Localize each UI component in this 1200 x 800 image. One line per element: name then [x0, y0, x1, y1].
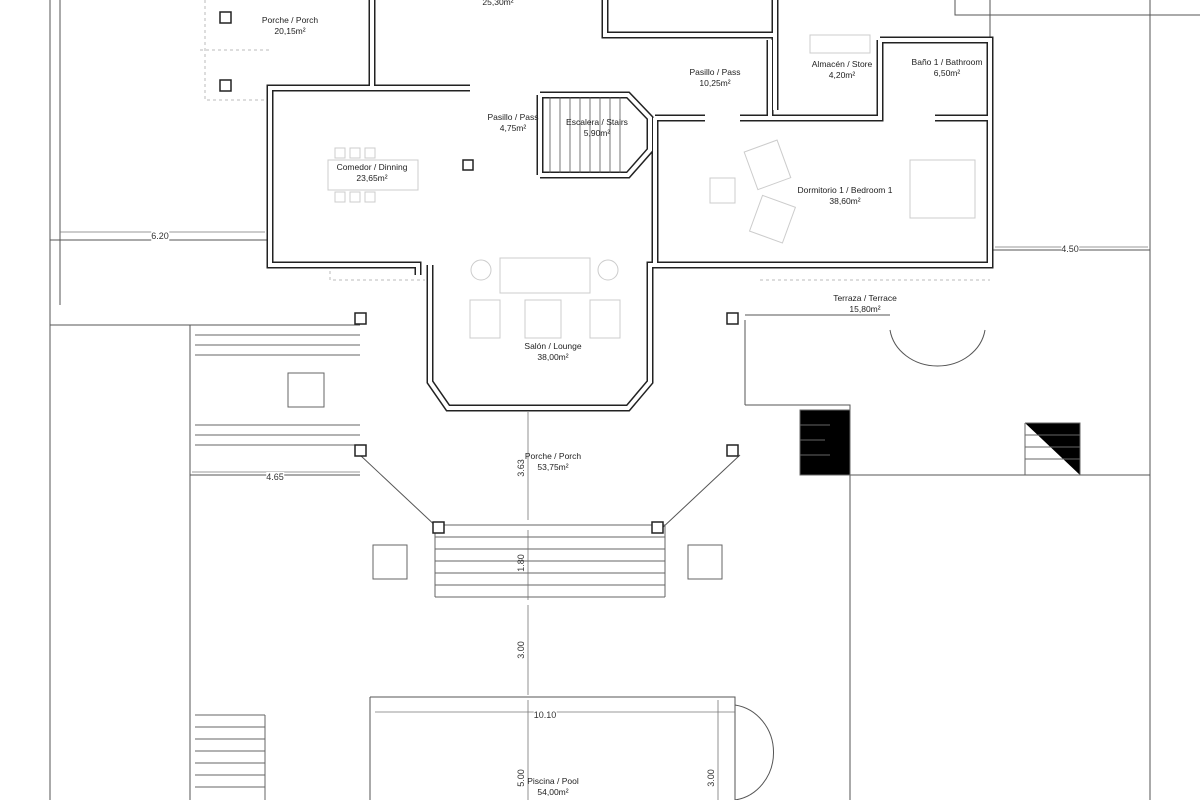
dimension-porch-depth: 3.63 [516, 459, 526, 477]
room-name: Pasillo / Pass [689, 67, 741, 77]
room-name: Comedor / Dinning [336, 162, 408, 172]
room-area: 23,65m² [356, 173, 388, 183]
room-name: Piscina / Pool [527, 776, 579, 786]
room-area: 54,00m² [537, 787, 569, 797]
steps [195, 334, 1081, 800]
room-area: 15,80m² [849, 304, 881, 314]
walls-fill [268, 0, 992, 410]
room-area: 4,20m² [828, 70, 856, 80]
dimension-right-setback: 4.50 [1061, 244, 1079, 254]
room-name: Baño 1 / Bathroom [911, 57, 983, 67]
room-name: Pasillo / Pass [487, 112, 539, 122]
dimension-left-setback: 6.20 [151, 231, 169, 241]
room-area: 5,90m² [583, 128, 611, 138]
room-name: Salón / Lounge [524, 341, 582, 351]
room-area: 20,15m² [274, 26, 306, 36]
dimension-pool-length: 10.10 [533, 710, 557, 720]
dimension-lawn-depth: 3.00 [516, 641, 526, 659]
room-area: 4,75m² [499, 123, 527, 133]
room-name: Porche / Porch [524, 451, 582, 461]
room-name: Almacén / Store [811, 59, 873, 69]
room-name: Terraza / Terrace [833, 293, 897, 303]
room-area-top: 25,30m² [482, 0, 514, 7]
dimension-pool-width: 5.00 [516, 769, 526, 787]
room-area: 10,25m² [699, 78, 731, 88]
room-area: 38,00m² [537, 352, 569, 362]
stair-treads [549, 97, 621, 173]
dimension-deck-width: 4.65 [266, 472, 284, 482]
room-name: Escalera / Stairs [566, 117, 628, 127]
dimension-pool-bay: 3.00 [706, 769, 716, 787]
room-name: Dormitorio 1 / Bedroom 1 [797, 185, 893, 195]
terrace-outlines [200, 0, 990, 281]
room-area: 38,60m² [829, 196, 861, 206]
pillars [219, 11, 739, 580]
room-area: 6,50m² [933, 68, 961, 78]
dimension-steps-depth: 1.80 [516, 554, 526, 572]
furniture [327, 34, 976, 339]
room-name: Porche / Porch [261, 15, 319, 25]
room-area: 53,75m² [537, 462, 569, 472]
